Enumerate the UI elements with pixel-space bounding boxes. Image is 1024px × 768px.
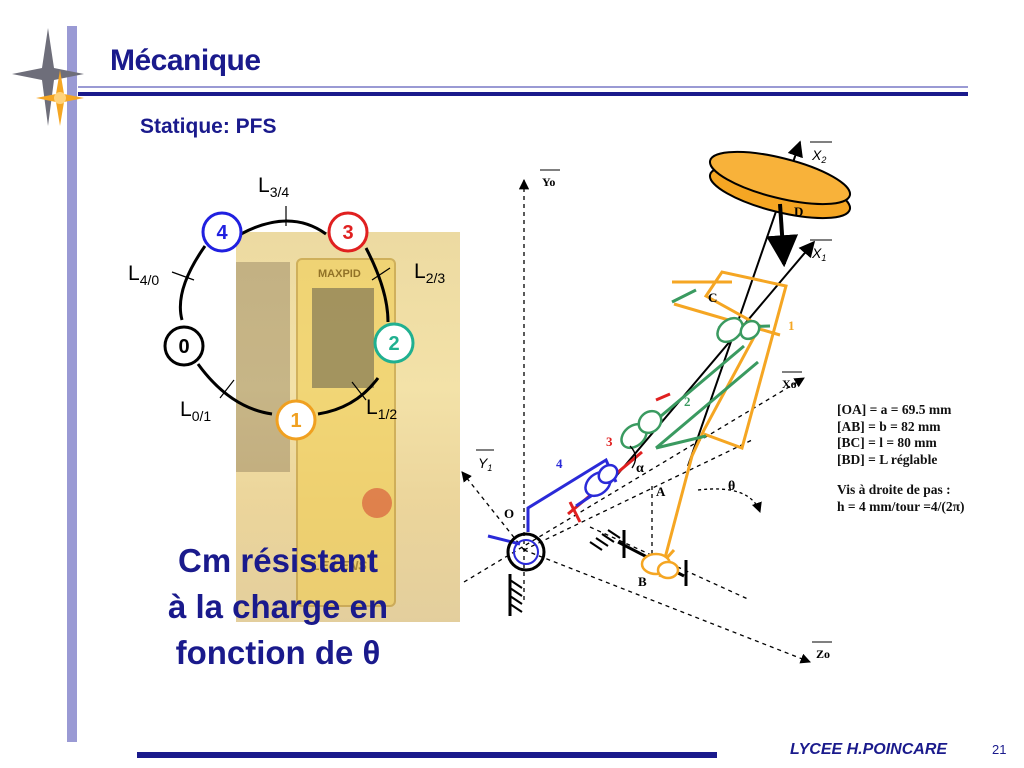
liaison-graph: 0 1 2 3 4 L3/4 L4/0 L2/3 L0/1 L1/2 (128, 174, 445, 441)
axis-label-y1: Y1 (478, 455, 492, 473)
link-0-1 (196, 363, 273, 416)
node-circle-1 (275, 399, 317, 441)
solid-1-arm (654, 270, 788, 578)
link-label-4-0: L4/0 (128, 262, 159, 288)
node-label-3: 3 (342, 222, 353, 244)
photo-brand-label: MAXPID (318, 268, 361, 280)
angle-label-alpha: α (636, 461, 644, 476)
node-label-4: 4 (216, 222, 228, 244)
load-arrow-d (766, 203, 799, 268)
axis-zo (523, 549, 811, 664)
link-1-2 (317, 377, 380, 416)
title-divider-light (78, 86, 968, 88)
point-label-o: O (504, 506, 514, 521)
node-label-1: 1 (290, 410, 301, 432)
solid-label-3: 3 (606, 434, 613, 449)
photo-maker-label: LE LENS (312, 558, 367, 573)
main-statement-line-2: à la charge en (167, 588, 389, 625)
axis-zo-offset (589, 526, 751, 601)
link-label-0-1: L0/1 (180, 398, 211, 424)
link-label-1-2: L1/2 (366, 396, 397, 422)
alpha-arc (629, 445, 637, 469)
left-accent-bar (67, 26, 77, 742)
point-label-b: B (638, 574, 647, 589)
node-circle-0 (163, 325, 205, 367)
spec-line-pitch: h = 4 mm/tour =4/(2π) (837, 498, 965, 514)
spec-line-bd: [BD] = L réglable (837, 451, 938, 467)
node-label-2: 2 (388, 333, 399, 355)
main-statement-line-1: Cm résistant (178, 542, 378, 579)
main-statement: Cm résistant à la charge en fonction de … (140, 538, 416, 676)
axis-label-xo: Xo (782, 377, 797, 391)
axis-label-zo: Zo (816, 647, 830, 661)
pivot-b (589, 529, 688, 586)
photo-shadow-area (236, 262, 290, 472)
solid-label-4: 4 (556, 456, 563, 471)
flywheel-disc (708, 150, 852, 220)
mechanism-diagram: Yo Xo Zo X1 X2 Y1 (461, 140, 852, 664)
point-label-c: C (708, 290, 717, 305)
node-circle-3 (327, 211, 369, 253)
pivot-o (506, 532, 546, 616)
page-number: 21 (992, 742, 1007, 757)
star-logo-icon (12, 28, 84, 126)
axis-label-x1: X1 (811, 245, 826, 263)
node-circle-2 (373, 322, 415, 364)
axis-label-x2: X2 (811, 147, 826, 165)
point-label-a: A (656, 484, 666, 499)
link-label-2-3: L2/3 (414, 260, 445, 286)
spec-line-bc: [BC] = l = 80 mm (837, 435, 937, 450)
link-label-3-4: L3/4 (258, 174, 289, 200)
spec-line-ab: [AB] = b = 82 mm (837, 418, 941, 434)
axis-x1 (605, 240, 816, 489)
axis-xo (463, 377, 805, 583)
angle-label-theta: θ (728, 479, 735, 494)
point-label-d: D (794, 204, 803, 219)
node-label-0: 0 (178, 336, 189, 358)
spec-line-screw: Vis à droite de pas : (837, 482, 951, 497)
solid-label-2: 2 (684, 394, 691, 409)
title-divider-dark (78, 92, 968, 96)
node-circle-4 (201, 211, 243, 253)
solid-label-1: 1 (788, 318, 795, 333)
reference-axes (461, 178, 811, 664)
slide-subtitle: Statique: PFS (140, 115, 277, 138)
link-3-4 (240, 219, 327, 236)
spec-line-gap (837, 468, 965, 482)
spec-line-oa: [OA] = a = 69.5 mm (837, 402, 952, 417)
green-bearings (620, 316, 761, 450)
axis-label-yo: Yo (542, 175, 555, 189)
axis-x1-dashed (523, 439, 753, 551)
graph-links (178, 219, 390, 416)
photo-dark-screen (312, 288, 374, 388)
dimensions-block: [OA] = a = 69.5 mm [AB] = b = 82 mm [BC]… (837, 402, 965, 515)
footer-rule (137, 752, 717, 758)
slide-title: Mécanique (110, 44, 261, 77)
link-ticks (171, 206, 391, 401)
photo-red-knob (362, 488, 392, 518)
link-4-0 (178, 245, 207, 321)
photo-yellow-panel (296, 258, 396, 607)
footer-school: LYCEE H.POINCARE (790, 741, 948, 758)
main-statement-line-3: fonction de θ (175, 634, 381, 671)
blue-bearing (584, 463, 619, 498)
link-2-3 (364, 247, 390, 323)
